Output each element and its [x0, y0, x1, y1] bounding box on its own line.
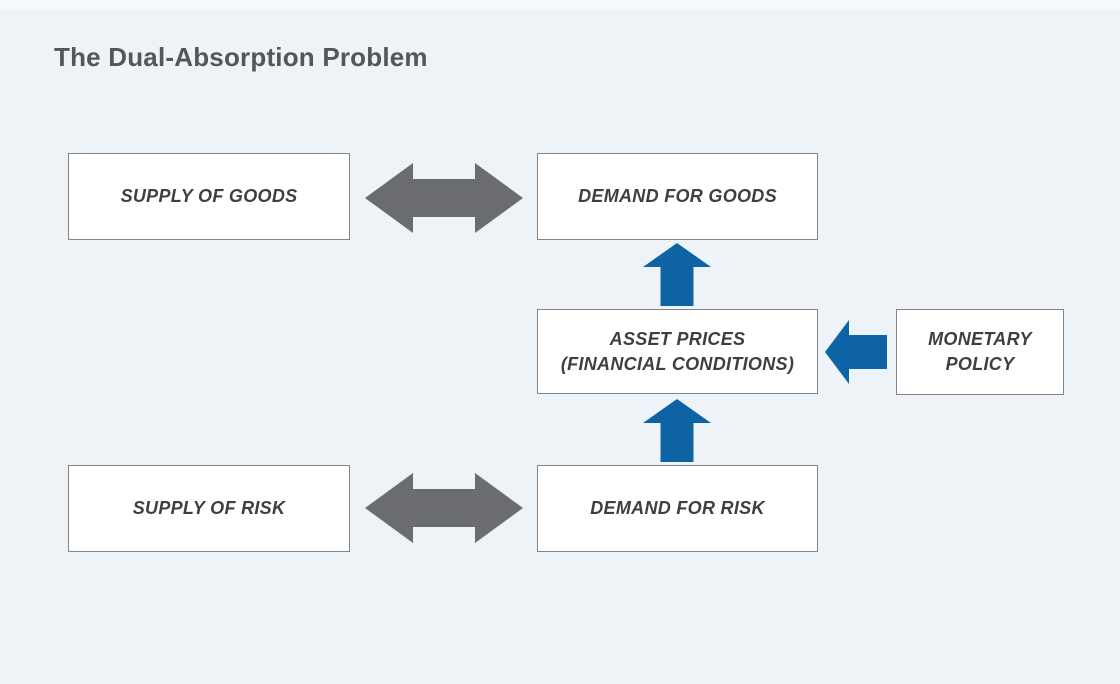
monetary-policy-label-line1: MONETARY [928, 329, 1032, 349]
box-demand-for-risk: DEMAND FOR RISK [537, 465, 818, 552]
double-arrow-shape [365, 163, 523, 233]
risk-market-double-arrow [365, 473, 523, 543]
box-asset-prices: ASSET PRICES (FINANCIAL CONDITIONS) [537, 309, 818, 394]
up-arrow-shape [643, 243, 711, 306]
box-monetary-policy: MONETARY POLICY [896, 309, 1064, 395]
box-demand-for-goods: DEMAND FOR GOODS [537, 153, 818, 240]
left-arrow-shape [825, 320, 887, 384]
box-supply-of-goods: SUPPLY OF GOODS [68, 153, 350, 240]
monetary-policy-to-asset-prices-arrow [825, 320, 887, 384]
supply-of-goods-label: SUPPLY OF GOODS [120, 186, 298, 206]
demand-for-risk-label: DEMAND FOR RISK [590, 498, 765, 518]
asset-prices-label-line2: (FINANCIAL CONDITIONS) [560, 353, 795, 374]
demand-for-goods-label: DEMAND FOR GOODS [578, 186, 777, 206]
supply-of-risk-label: SUPPLY OF RISK [132, 498, 286, 518]
top-strip [0, 0, 1120, 10]
asset-prices-label-line1: ASSET PRICES [609, 328, 746, 349]
goods-market-double-arrow [365, 163, 523, 233]
up-arrow-shape [643, 399, 711, 462]
monetary-policy-label-line2: POLICY [945, 354, 1015, 374]
diagram-title: The Dual-Absorption Problem [54, 42, 428, 72]
asset-prices-to-demand-for-goods-arrow [643, 243, 711, 306]
double-arrow-shape [365, 473, 523, 543]
box-supply-of-risk: SUPPLY OF RISK [68, 465, 350, 552]
demand-for-risk-to-asset-prices-arrow [643, 399, 711, 462]
